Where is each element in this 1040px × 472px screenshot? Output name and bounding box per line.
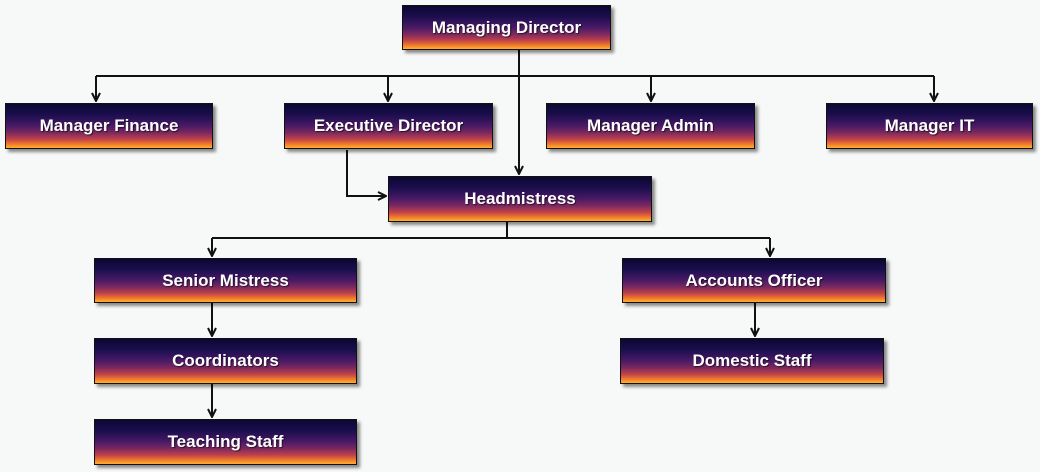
manager-admin-box: Manager Admin [546,103,755,149]
coordinators-label: Coordinators [172,351,279,370]
senior-mistress-box: Senior Mistress [94,258,357,303]
teaching-staff-label: Teaching Staff [167,432,284,451]
coordinators-box: Coordinators [94,338,357,384]
managing-director-box: Managing Director [402,5,611,50]
accounts-officer-label: Accounts Officer [685,270,823,290]
headmistress-box: Headmistress [388,176,652,222]
domestic-staff-label: Domestic Staff [692,351,812,370]
manager-it-box: Manager IT [826,103,1033,149]
senior-mistress-label: Senior Mistress [162,270,289,290]
connector-exec-to-headmistress [346,150,386,196]
domestic-staff-box: Domestic Staff [620,338,884,384]
manager-finance-box: Manager Finance [5,103,213,149]
manager-it-label: Manager IT [884,116,975,135]
executive-director-label: Executive Director [313,116,464,135]
executive-director-box: Executive Director [284,103,493,149]
accounts-officer-box: Accounts Officer [622,258,886,303]
headmistress-label: Headmistress [464,189,576,208]
teaching-staff-box: Teaching Staff [94,419,357,465]
managing-director-label: Managing Director [431,17,582,37]
manager-finance-label: Manager Finance [39,116,179,135]
manager-admin-label: Manager Admin [587,116,714,135]
